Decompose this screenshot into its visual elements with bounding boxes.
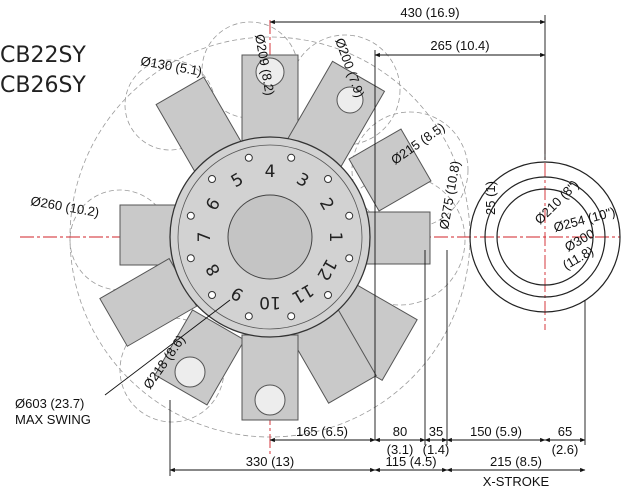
tool-holders [99, 54, 432, 421]
bolt-hole [244, 312, 253, 321]
dimension-lines [104, 15, 586, 476]
dim-265: 265 (10.4) [430, 38, 489, 53]
turret-hub [227, 194, 313, 280]
dim-275: Ø275 (10.8) [436, 160, 463, 231]
turret-inner-ring [177, 144, 363, 330]
tool-bore-top [255, 57, 285, 87]
dim-65-in: (2.6) [552, 442, 579, 457]
dim-80: 80 [393, 424, 407, 439]
x-stroke-label: X-STROKE [483, 474, 550, 489]
dim-603: Ø603 (23.7) [15, 396, 84, 411]
chuck-circle-300 [469, 161, 621, 313]
turret-number-7: 7 [195, 232, 215, 243]
bolt-hole [287, 312, 296, 321]
bolt-hole [287, 153, 296, 162]
dim-115: 115 (4.5) [385, 454, 436, 469]
tool-bore-bottom [254, 384, 286, 416]
bolt-hole [324, 175, 332, 183]
max-swing-label: MAX SWING [15, 412, 91, 427]
bolt-holes [186, 153, 354, 321]
dim-215b: 215 (8.5) [490, 454, 542, 469]
bolt-hole [208, 291, 216, 299]
dim-130: Ø130 (5.1) [139, 53, 203, 79]
dim-25: 25 (1) [483, 181, 498, 215]
turret-number-10: 10 [259, 292, 281, 312]
chuck-circles [469, 161, 621, 313]
bolt-hole [324, 291, 332, 299]
model-label-1: CB22SY [0, 43, 86, 68]
chuck-circle-254 [484, 176, 606, 298]
dim-165: 165 (6.5) [296, 424, 348, 439]
turret-number-1: 1 [325, 232, 345, 243]
bolt-hole [208, 175, 216, 183]
model-label-2: CB26SY [0, 73, 86, 98]
dim-330: 330 (13) [246, 454, 294, 469]
chuck-circle-210 [496, 188, 594, 286]
dim-260: Ø260 (10.2) [29, 193, 100, 220]
bolt-hole [186, 211, 195, 220]
dim-150: 150 (5.9) [470, 424, 522, 439]
dim-80-in: (3.1) [387, 442, 414, 457]
bolt-hole [186, 254, 195, 263]
bolt-hole [345, 211, 354, 220]
dim-430: 430 (16.9) [400, 5, 459, 20]
tool-bore-bottom-left [174, 356, 206, 388]
dim-35-in: (1.4) [423, 442, 450, 457]
dim-65: 65 [558, 424, 572, 439]
dim-35: 35 [429, 424, 443, 439]
bolt-hole [345, 254, 354, 263]
turret-number-4: 4 [265, 162, 276, 182]
tool-bore-top-right [336, 86, 364, 114]
bolt-hole [244, 153, 253, 162]
